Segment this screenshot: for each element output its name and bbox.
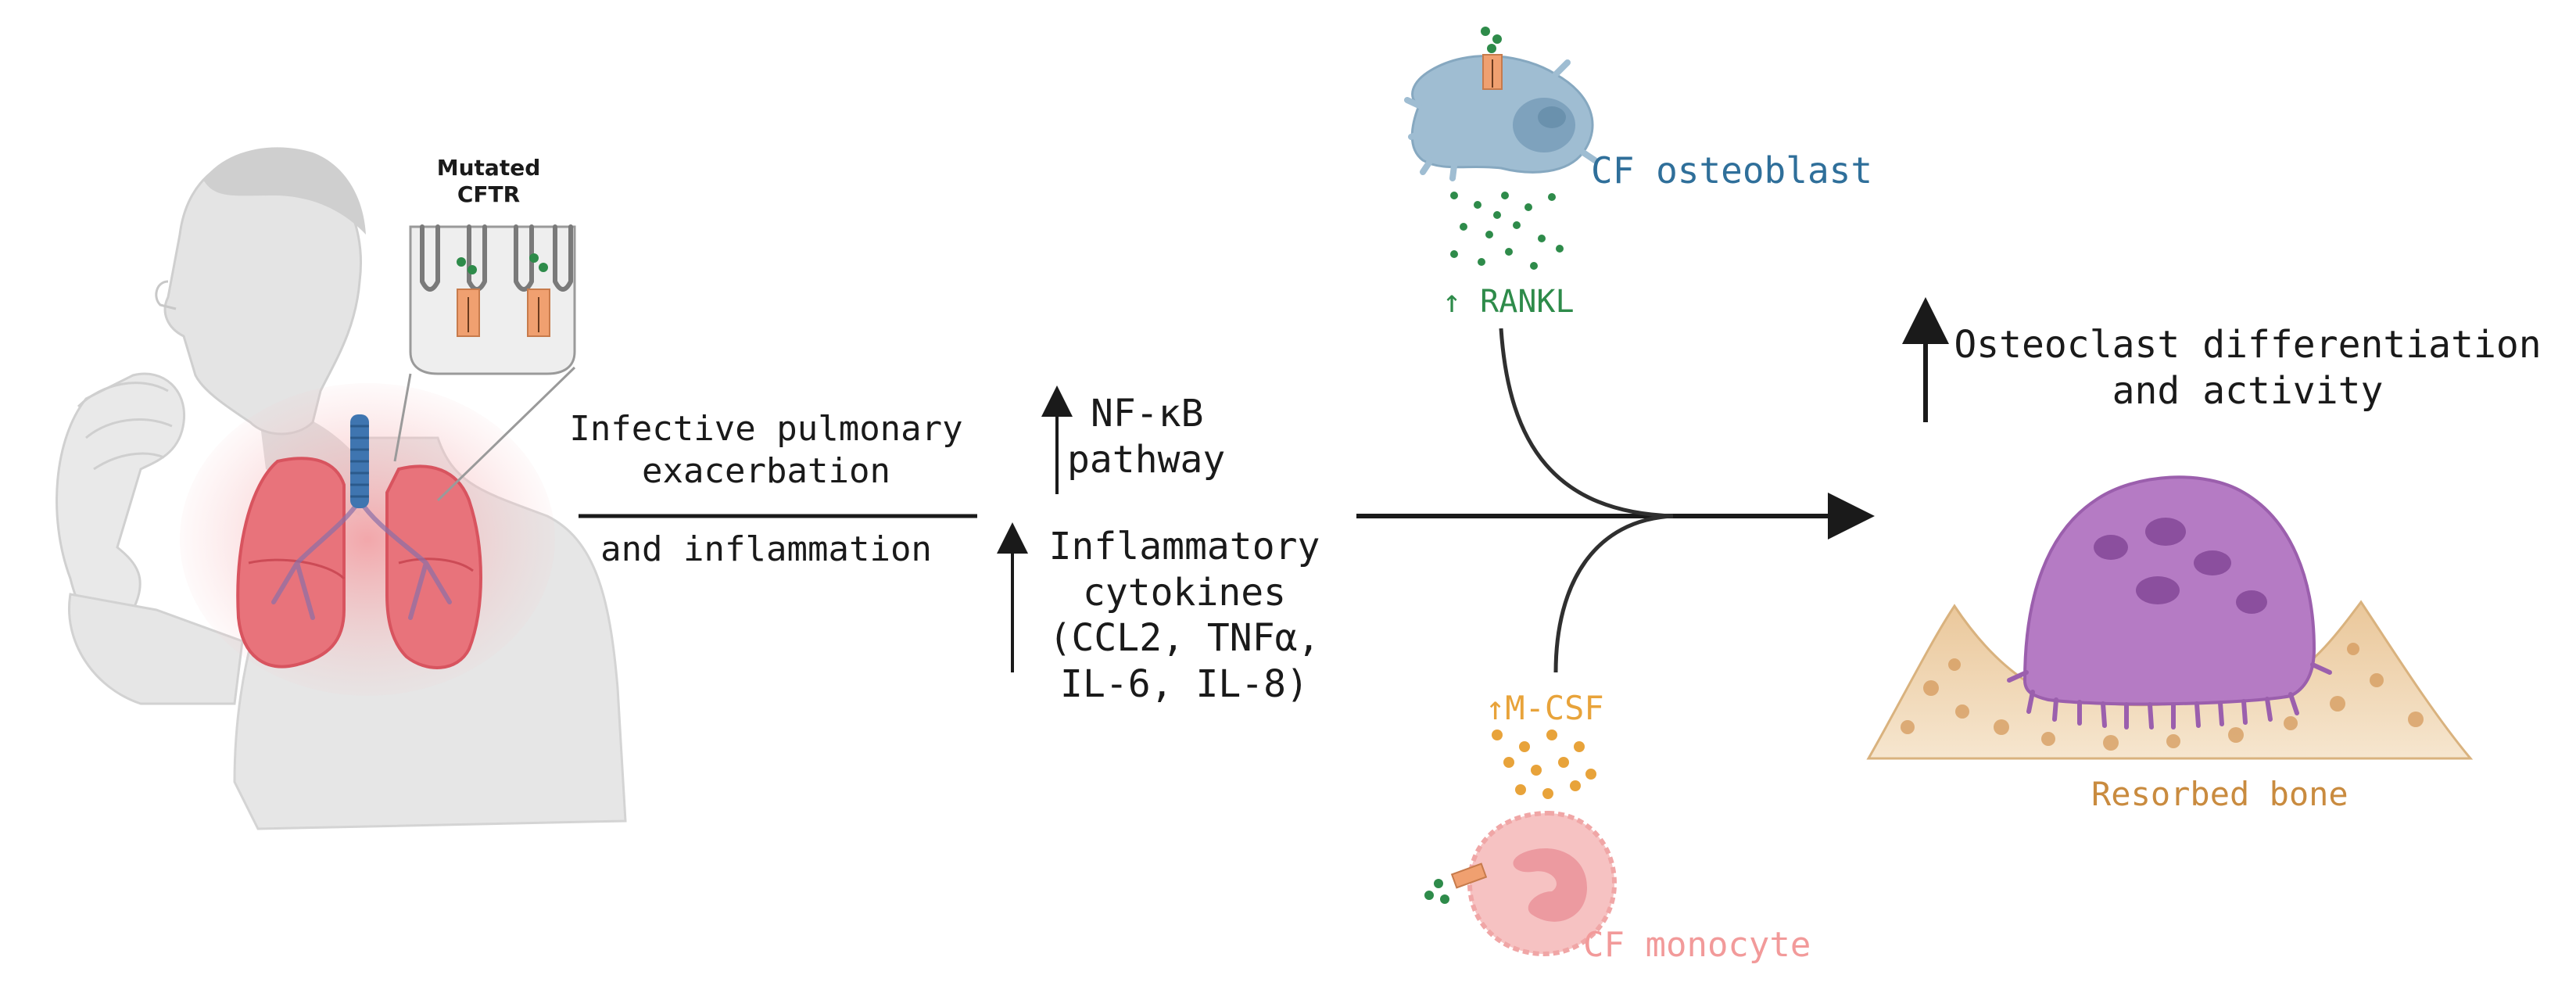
- cf-monocyte-label: CF monocyte: [1583, 925, 1811, 965]
- nfkb-label: NF-κB pathway: [1067, 391, 1225, 482]
- cytokines-label: Inflammatory cytokines (CCL2, TNFα, IL-6…: [1020, 524, 1349, 707]
- cytokines-line-1: Inflammatory: [1048, 525, 1320, 568]
- nfkb-line-1: NF-κB: [1091, 392, 1204, 436]
- inflammation-label: and inflammation: [600, 529, 932, 569]
- cytokines-line-2: cytokines: [1082, 570, 1287, 615]
- mutated-cftr-line-2: CFTR: [457, 181, 521, 208]
- rankl-dots: [1450, 192, 1564, 270]
- exacerbation-label: Infective pulmonary exacerbation: [547, 408, 985, 492]
- rankl-label: ↑ RANKL: [1442, 284, 1575, 320]
- cftr-inset: [393, 224, 576, 502]
- patient-figure: [56, 147, 627, 830]
- cytokines-line-4: IL-6, IL-8): [1060, 661, 1309, 706]
- exacerbation-line-1: Infective pulmonary: [569, 409, 963, 449]
- osteoclast-cell: [2007, 475, 2332, 730]
- osteoclast-line-2: and activity: [2112, 368, 2384, 413]
- exacerbation-line-2: exacerbation: [642, 450, 890, 491]
- osteoclast-line-1: Osteoclast differentiation: [1954, 323, 2542, 367]
- osteoclast-label: Osteoclast differentiation and activity: [1935, 322, 2560, 414]
- mcsf-dots: [1492, 730, 1596, 799]
- mutated-cftr-line-1: Mutated: [436, 155, 541, 181]
- resorbed-bone-label: Resorbed bone: [2091, 775, 2348, 813]
- mutated-cftr-label: Mutated CFTR: [430, 155, 547, 208]
- monocyte-merge-curve: [1553, 514, 1674, 673]
- cytokines-line-3: (CCL2, TNFα,: [1048, 616, 1320, 661]
- cf-monocyte-cell: [1424, 810, 1618, 957]
- cf-osteoblast-label: CF osteoblast: [1591, 149, 1873, 192]
- osteoblast-merge-curve: [1499, 328, 1674, 518]
- cf-osteoblast-cell: [1404, 27, 1598, 181]
- mcsf-label: ↑M-CSF: [1485, 689, 1604, 727]
- nfkb-line-2: pathway: [1067, 437, 1226, 482]
